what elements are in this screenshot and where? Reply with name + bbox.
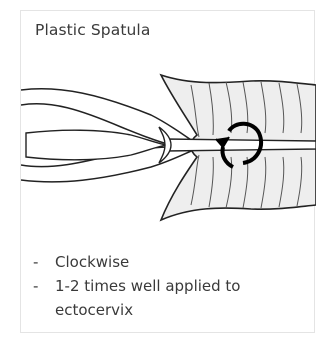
- spatula-cervix-illustration: [21, 55, 316, 245]
- list-item: - 1-2 times well applied to ectocervix: [33, 274, 308, 322]
- illustration-card: Plastic Spatula: [20, 10, 315, 333]
- instruction-text: Clockwise: [55, 253, 129, 271]
- instruction-list: - Clockwise - 1-2 times well applied to …: [33, 250, 308, 322]
- list-item: - Clockwise: [33, 250, 308, 274]
- instruction-text: 1-2 times well applied to ectocervix: [55, 277, 241, 319]
- card-title: Plastic Spatula: [35, 21, 150, 39]
